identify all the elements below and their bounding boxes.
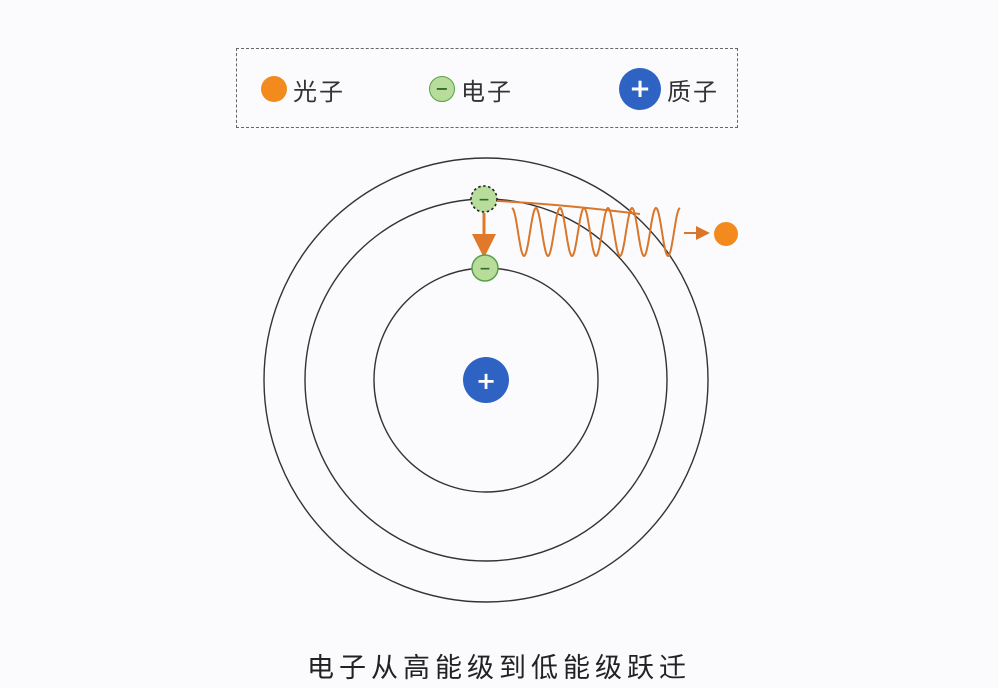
legend-label-photon: 光子 [293, 77, 345, 106]
electron-low [471, 254, 499, 282]
nucleus-symbol: + [476, 367, 496, 395]
legend-item-electron: − 电子 [429, 49, 513, 129]
legend-item-photon: 光子 [261, 49, 345, 129]
photon-icon [261, 76, 287, 102]
legend-item-proton: + 质子 [619, 49, 719, 129]
nucleus-proton [463, 357, 509, 403]
electron-icon: − [429, 76, 455, 102]
electron-low-level: − [471, 254, 499, 282]
legend-box: 光子 − 电子 + 质子 [236, 48, 738, 128]
electron-high-symbol: − [478, 192, 490, 208]
legend-label-proton: 质子 [667, 77, 719, 106]
emitted-photon [714, 222, 738, 246]
nucleus: + [463, 357, 509, 403]
legend-label-electron: 电子 [461, 77, 513, 106]
proton-icon: + [619, 68, 661, 110]
electron-high-level: − [470, 185, 498, 213]
electron-high-ghost [470, 185, 498, 213]
photon-wave [496, 200, 681, 258]
diagram-caption: 电子从高能级到低能级跃迁 [307, 653, 691, 684]
electron-low-symbol: − [479, 261, 491, 277]
orbit-outer [263, 157, 709, 603]
